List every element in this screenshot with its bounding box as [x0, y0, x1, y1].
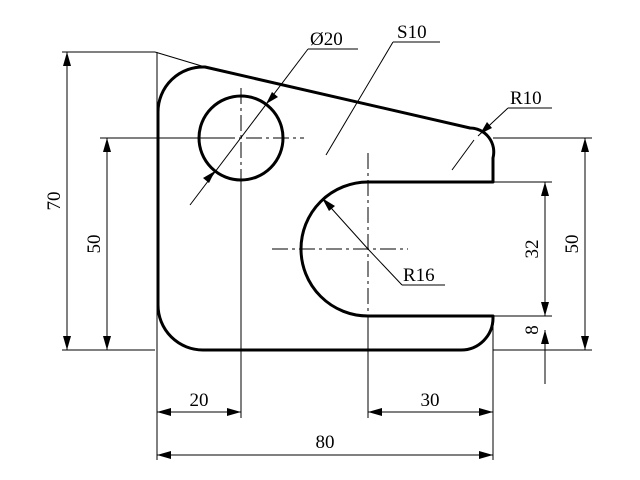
label-left-height: 50 — [84, 235, 105, 254]
center-lines — [192, 88, 408, 316]
leader-lines — [189, 41, 552, 286]
label-hole-diameter: Ø20 — [310, 29, 343, 50]
label-total-height: 70 — [44, 192, 65, 211]
label-total-width: 80 — [316, 432, 335, 453]
label-right-height: 50 — [562, 235, 583, 254]
arrowheads — [63, 52, 589, 459]
label-slot-offset: 8 — [522, 325, 543, 335]
label-slot-width: 32 — [522, 240, 543, 259]
label-corner-radius: R10 — [510, 88, 542, 109]
label-thickness: S10 — [397, 22, 427, 43]
extension-lines — [62, 51, 592, 460]
label-hole-x: 20 — [190, 390, 209, 411]
dimension-lines — [66, 52, 586, 456]
label-slot-x: 30 — [421, 390, 440, 411]
label-slot-radius: R16 — [403, 265, 435, 286]
